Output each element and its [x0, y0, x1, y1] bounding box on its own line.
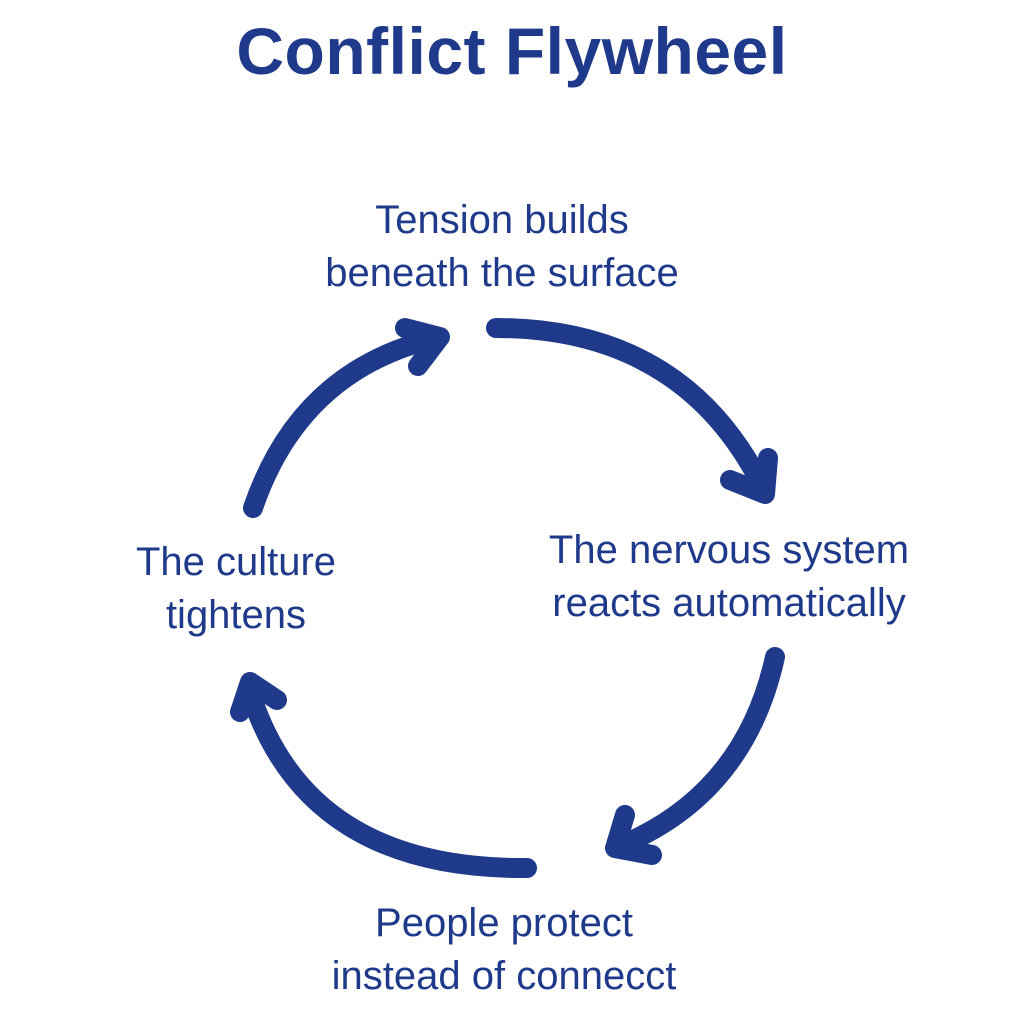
- node-tension-builds: Tension builds beneath the surface: [262, 194, 742, 300]
- node-culture-tightens-line1: The culture: [135, 540, 337, 584]
- node-nervous-system-line2: reacts automatically: [552, 581, 906, 625]
- arrow-bottom-to-left: [230, 672, 537, 879]
- arrow-left-to-top: [243, 318, 450, 518]
- diagram-title: Conflict Flywheel: [236, 14, 788, 88]
- node-people-protect-line1: People protect: [375, 901, 633, 945]
- node-people-protect-line2: instead of connecct: [331, 954, 677, 998]
- arrow-top-to-right: [486, 318, 778, 504]
- node-tension-builds-line2: beneath the surface: [325, 251, 679, 295]
- node-culture-tightens-line2: tightens: [165, 593, 307, 637]
- node-culture-tightens: The culture tightens: [96, 536, 376, 642]
- node-nervous-system-line1: The nervous system: [548, 528, 910, 572]
- node-nervous-system: The nervous system reacts automatically: [494, 524, 964, 630]
- node-tension-builds-line1: Tension builds: [375, 198, 629, 242]
- arrow-right-to-bottom: [605, 647, 785, 865]
- node-people-protect: People protect instead of connecct: [264, 897, 744, 1003]
